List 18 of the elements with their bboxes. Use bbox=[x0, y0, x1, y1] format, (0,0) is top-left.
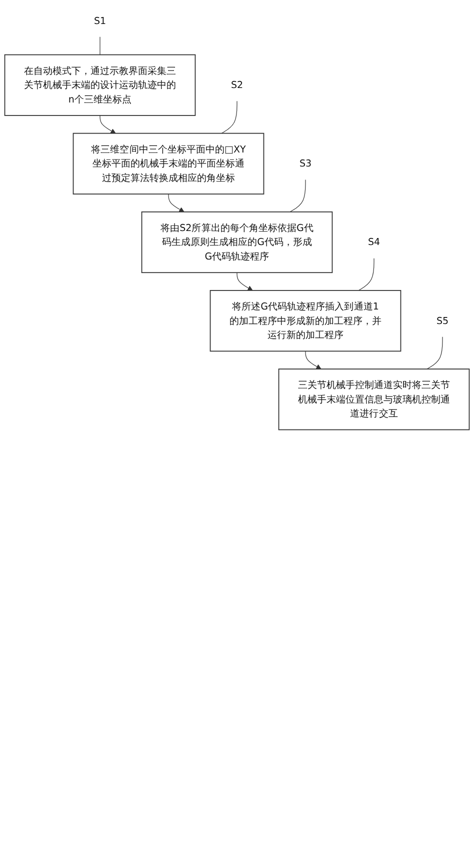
connector bbox=[221, 100, 238, 134]
arrow bbox=[305, 350, 322, 370]
node-text: S4 bbox=[368, 236, 380, 248]
node-text: S5 bbox=[436, 314, 449, 326]
arrow bbox=[168, 194, 184, 212]
connector bbox=[426, 336, 443, 370]
arrow bbox=[236, 272, 253, 291]
node-box: 三关节机械手控制通道实时将三关节机械手末端位置信息与玻璃机控制通道进行交互 bbox=[278, 368, 470, 430]
node-text: S3 bbox=[299, 158, 312, 170]
node-box: 将所述G代码轨迹程序插入到通道1的加工程序中形成新的加工程序，并运行新的加工程序 bbox=[210, 290, 402, 352]
node-box: 将三维空间中三个坐标平面中的□XY坐标平面的机械手末端的平面坐标通过预定算法转换成相应的角坐标 bbox=[72, 132, 264, 194]
connector bbox=[290, 179, 306, 212]
node-text: S1 bbox=[94, 14, 106, 26]
arrow bbox=[100, 115, 116, 134]
connector bbox=[358, 258, 374, 291]
node-box: 在自动模式下，通过示教界面采集三关节机械手末端的设计运动轨迹中的n个三维坐标点 bbox=[4, 54, 196, 116]
node-box: 将由S2所算出的每个角坐标依据G代码生成原则生成相应的G代码，形成G代码轨迹程序 bbox=[141, 211, 333, 274]
node-text: S2 bbox=[230, 79, 244, 90]
